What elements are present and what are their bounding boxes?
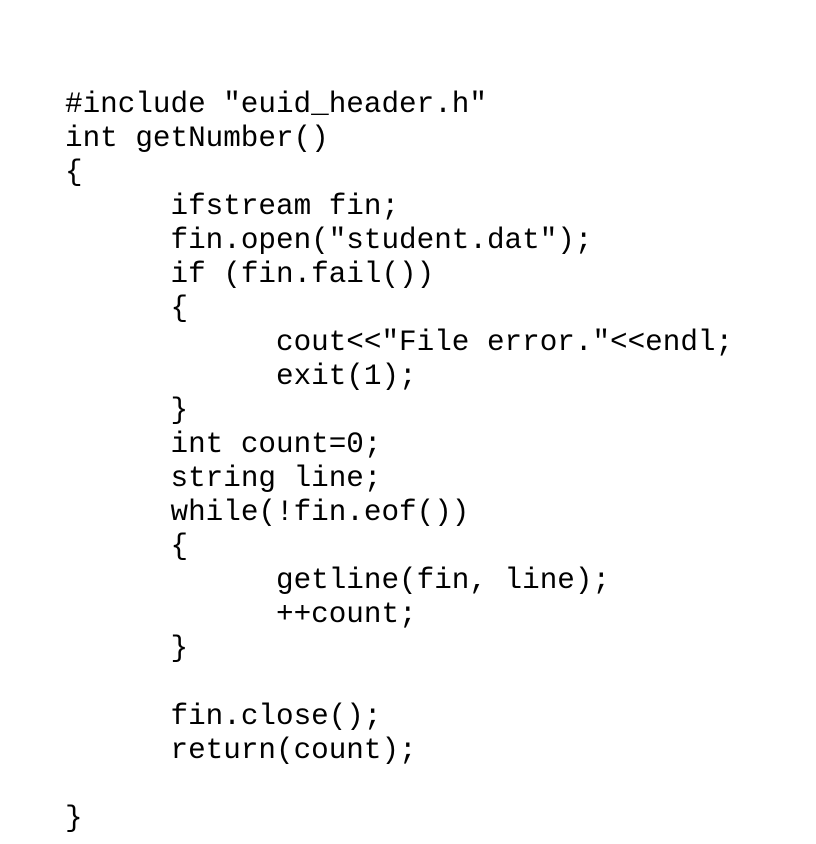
code-line-if-close-brace: } [65,394,189,427]
code-line-while-eof: while(!fin.eof()) [65,496,470,529]
code-line-while-open-brace: { [65,530,189,563]
code-line-if-fail: if (fin.fail()) [65,258,435,291]
code-line-if-open-brace: { [65,292,189,325]
code-line-blank [65,768,733,802]
code-line-string-decl: string line; [65,462,382,495]
code-line-close-brace: } [65,802,83,835]
code-line-increment-count: ++count; [65,598,417,631]
code-line-ifstream-decl: ifstream fin; [65,190,400,223]
code-line-exit: exit(1); [65,360,417,393]
code-line-count-decl: int count=0; [65,428,382,461]
code-line-while-close-brace: } [65,632,189,665]
code-line-open-brace: { [65,156,83,189]
code-line-blank [65,666,733,700]
code-line-cout-error: cout<<"File error."<<endl; [65,326,734,359]
code-line-return: return(count); [65,734,417,767]
code-line-fin-open: fin.open("student.dat"); [65,224,593,257]
code-line-fin-close: fin.close(); [65,700,382,733]
code-line-getline: getline(fin, line); [65,564,611,597]
code-block: #include "euid_header.h"int getNumber(){… [65,88,733,836]
code-line-function-signature: int getNumber() [65,122,329,155]
code-line-include: #include "euid_header.h" [65,88,487,121]
